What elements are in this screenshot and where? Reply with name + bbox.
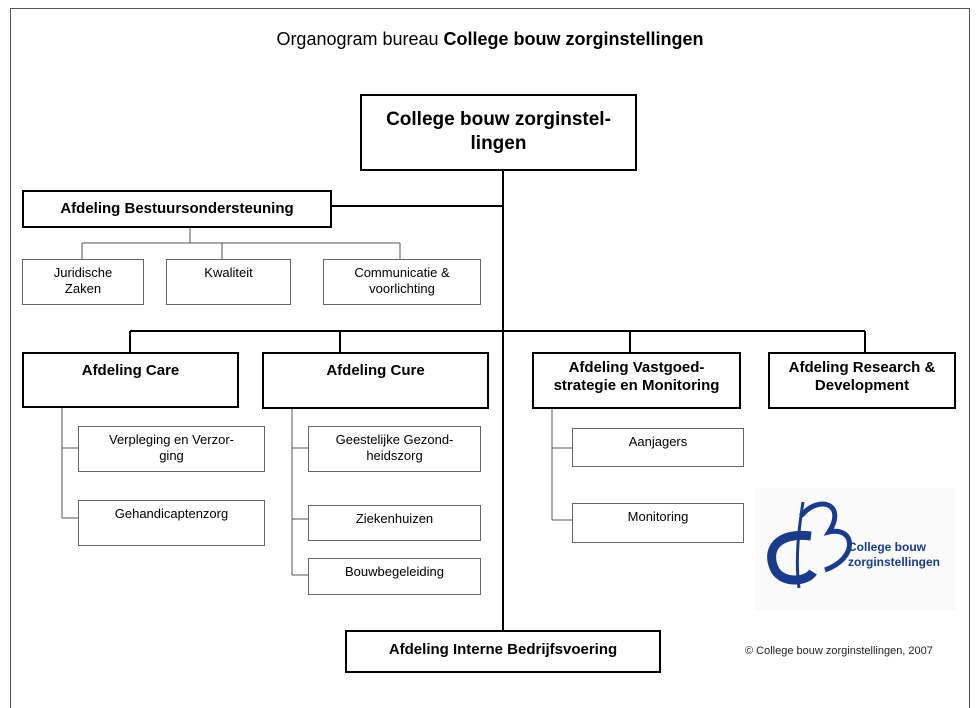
node-afdeling-vastgoed: Afdeling Vastgoed- strategie en Monitori…	[532, 352, 741, 409]
node-ziekenhuizen: Ziekenhuizen	[308, 505, 481, 541]
node-juridische-zaken: Juridische Zaken	[22, 259, 144, 305]
node-afdeling-cure: Afdeling Cure	[262, 352, 489, 409]
root-node: College bouw zorginstel- lingen	[360, 94, 637, 171]
page-title: Organogram bureau College bouw zorginste…	[0, 29, 980, 50]
cbz-logo-icon	[767, 501, 852, 589]
title-prefix: Organogram bureau	[276, 29, 444, 49]
node-verpleging: Verpleging en Verzor- ging	[78, 426, 265, 472]
node-bouwbegeleiding: Bouwbegeleiding	[308, 558, 481, 595]
node-bestuursondersteuning: Afdeling Bestuursondersteuning	[22, 190, 332, 228]
copyright-text: © College bouw zorginstellingen, 2007	[745, 645, 933, 657]
page-frame	[10, 8, 970, 708]
node-interne-bedrijfsvoering: Afdeling Interne Bedrijfsvoering	[345, 630, 661, 673]
node-afdeling-research: Afdeling Research & Development	[768, 352, 956, 409]
node-geestelijke-gezondheidszorg: Geestelijke Gezond- heidszorg	[308, 426, 481, 472]
node-monitoring: Monitoring	[572, 503, 744, 543]
cbz-logo	[755, 488, 955, 610]
logo-text: College bouw zorginstellingen	[848, 540, 941, 569]
node-aanjagers: Aanjagers	[572, 428, 744, 467]
node-kwaliteit: Kwaliteit	[166, 259, 291, 305]
title-bold: College bouw zorginstellingen	[443, 29, 704, 49]
node-gehandicaptenzorg: Gehandicaptenzorg	[78, 500, 265, 546]
node-afdeling-care: Afdeling Care	[22, 352, 239, 408]
node-communicatie: Communicatie & voorlichting	[323, 259, 481, 305]
